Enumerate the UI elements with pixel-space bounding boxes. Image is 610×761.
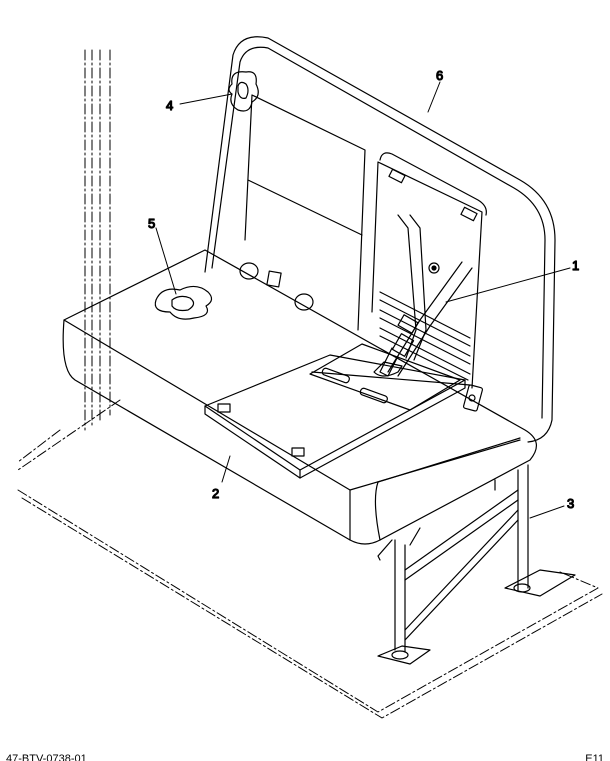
- callout-4: 4: [166, 98, 173, 113]
- seat-belt: [379, 214, 473, 377]
- seat-back: [204, 36, 556, 443]
- wall-phantom-lines: [17, 49, 111, 463]
- damage-mark-5: [154, 285, 213, 320]
- callout-1: 1: [572, 258, 579, 273]
- seat-cushion: [62, 249, 537, 545]
- seat-frame-legs: [377, 464, 576, 665]
- panel-louvres: [379, 291, 471, 381]
- booster-pad: [204, 343, 466, 479]
- callout-3: 3: [567, 496, 574, 511]
- callout-5: 5: [148, 216, 155, 231]
- floor-phantom-outline: [17, 399, 603, 719]
- latch: [462, 384, 484, 412]
- callout-2: 2: [212, 486, 219, 501]
- figure-id: 47-BTV-0738-01: [6, 753, 87, 761]
- leader-lines: [155, 81, 571, 519]
- page-reference: E11: [585, 753, 604, 761]
- damage-mark-4: [228, 71, 259, 112]
- callout-6: 6: [436, 68, 443, 83]
